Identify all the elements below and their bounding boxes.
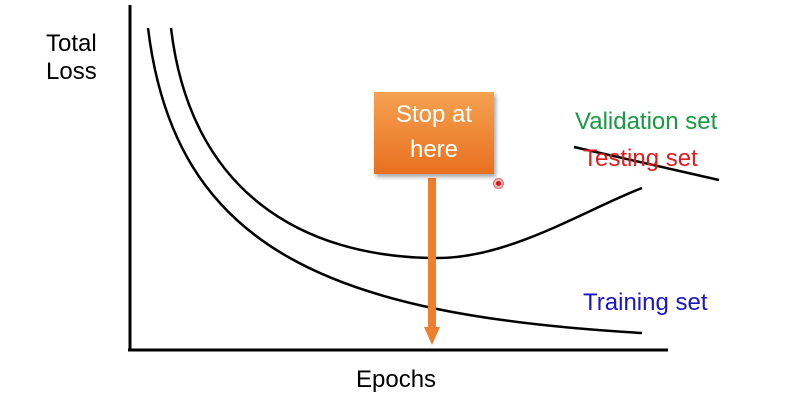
y-axis-label-line1: Total: [46, 30, 97, 57]
stop-callout-line2: here: [409, 136, 459, 163]
y-axis-label-line2: Loss: [46, 57, 97, 85]
pointer-dot-icon: [493, 178, 504, 189]
validation-curve: [169, 27, 643, 260]
y-axis-label: Total Loss: [46, 30, 97, 85]
training-curve: [146, 27, 643, 335]
training-set-label: Training set: [583, 289, 708, 316]
stop-here-callout: Stop at here: [374, 92, 494, 174]
testing-set-label: Testing set: [583, 145, 698, 172]
stop-callout-line1: Stop at: [395, 101, 473, 129]
validation-set-label: Validation set: [575, 108, 718, 135]
strike-through-line: [573, 145, 720, 182]
stop-arrow-shaft: [428, 178, 436, 328]
stop-arrow-head: [424, 327, 440, 345]
x-axis-label: Epochs: [356, 366, 437, 393]
